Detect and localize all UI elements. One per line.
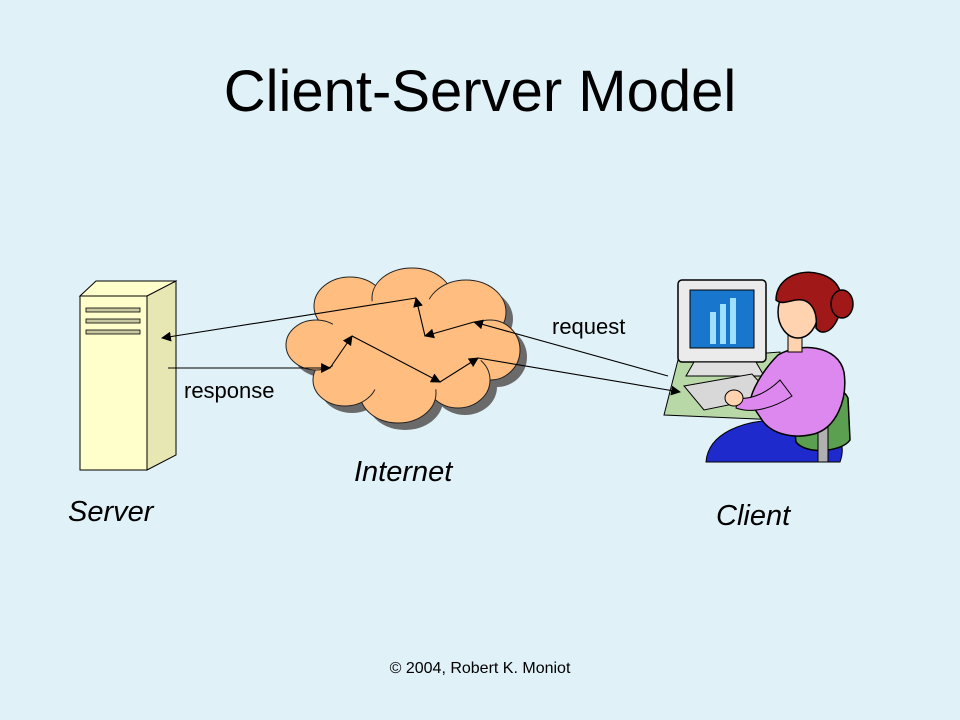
route-segment (329, 335, 353, 369)
client-label: Client (716, 500, 791, 532)
route-segment (413, 297, 426, 337)
internet-cloud-icon (285, 267, 527, 430)
route-segment (161, 297, 417, 342)
slide-title: Client-Server Model (223, 59, 737, 124)
copyright-footer: © 2004, Robert K. Moniot (389, 660, 571, 677)
request-response-arrows (161, 297, 681, 396)
server-tower-icon (78, 280, 178, 471)
request-label: request (552, 314, 626, 339)
server-label: Server (68, 496, 154, 528)
response-label: response (184, 378, 275, 403)
route-segment (351, 335, 441, 383)
person-at-computer-icon (663, 271, 854, 463)
request-arrow (473, 319, 669, 377)
route-segment (424, 321, 475, 339)
route-segment (477, 357, 681, 396)
internet-label: Internet (354, 456, 453, 488)
route-segment (439, 357, 479, 383)
